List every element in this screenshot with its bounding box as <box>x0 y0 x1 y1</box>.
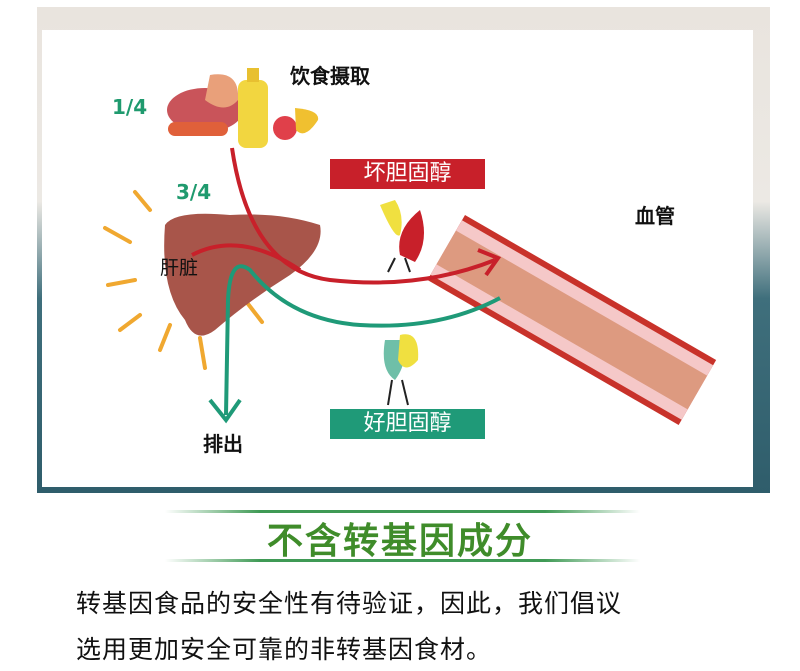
ldl-arrow <box>230 147 496 285</box>
intake-fraction: 1/4 <box>112 95 148 119</box>
excrete-arrowhead-icon <box>208 398 242 424</box>
title-rule-top <box>165 510 640 513</box>
food-illustration <box>167 68 319 148</box>
cholesterol-diagram <box>103 68 717 425</box>
liver-shape <box>164 213 321 336</box>
liver-label: 肝脏 <box>160 257 199 279</box>
ldl-label-box: 坏胆固醇 <box>330 159 485 189</box>
ldl-arrowhead-icon <box>477 248 502 277</box>
vessel-label: 血管 <box>635 204 675 228</box>
body-text-line-1: 转基因食品的安全性有待验证，因此，我们倡议 <box>76 589 623 618</box>
hdl-character <box>383 334 419 406</box>
body-text-line-2: 选用更加安全可靠的非转基因食材。 <box>76 635 493 664</box>
liver-fraction: 3/4 <box>176 180 212 204</box>
hdl-arrow <box>224 264 501 416</box>
excrete-label: 排出 <box>203 432 243 456</box>
title-rule-bottom <box>165 559 640 562</box>
liver-rays <box>103 190 264 370</box>
section-title: 不含转基因成分 <box>266 521 533 562</box>
intake-label: 饮食摄取 <box>290 64 370 88</box>
hdl-label-box: 好胆固醇 <box>330 409 485 439</box>
blood-vessel <box>427 215 717 425</box>
ldl-character <box>380 200 424 273</box>
